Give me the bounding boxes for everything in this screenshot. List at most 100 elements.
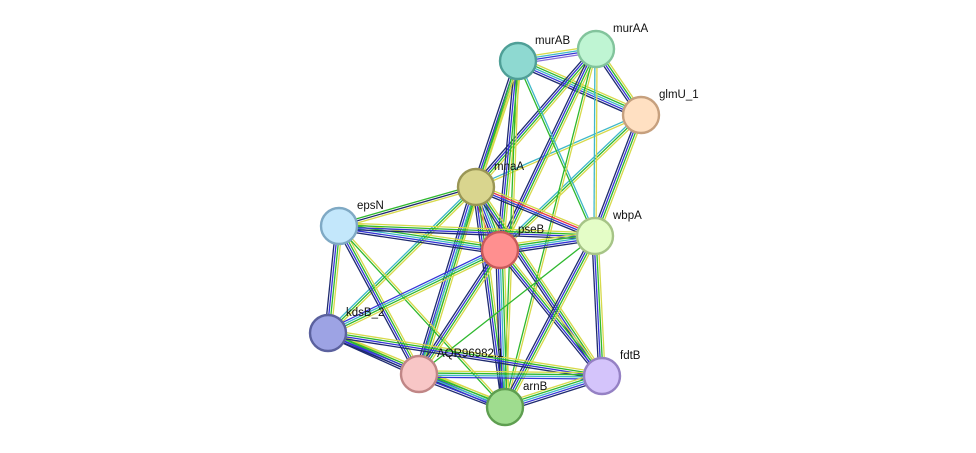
edge-channel-red — [476, 185, 596, 236]
edge-channel-darkblue — [338, 229, 500, 255]
node-label: kdsB_2 — [346, 307, 384, 319]
node-label: wbpA — [612, 210, 642, 222]
node-circle[interactable] — [480, 230, 520, 270]
node-circle[interactable] — [621, 95, 661, 135]
edge-mnaA-kdsB_2 — [326, 185, 478, 335]
edge-mnaA-fdtB — [472, 184, 606, 379]
node-label: arnB — [523, 381, 548, 393]
edge-channel-darkblue — [472, 187, 503, 408]
edge-murAB-glmU_1 — [516, 56, 643, 120]
edge-channel-green — [419, 372, 603, 376]
edge-epsN-pseB — [338, 221, 501, 255]
edge-murAA-wbpA — [593, 48, 598, 237]
edge-mnaA-AQR96982_1 — [414, 185, 481, 376]
edge-channel-cyan — [326, 185, 475, 332]
edge-channel-green — [501, 249, 508, 407]
edge-channel-green — [595, 235, 604, 376]
node-glmU_1[interactable]: glmU_1 — [621, 89, 699, 135]
edge-channel-blue — [338, 227, 500, 253]
edge-channel-yellow — [502, 50, 600, 252]
edge-channel-yellow — [329, 252, 502, 337]
edge-channel-yellow — [501, 116, 643, 252]
edge-channel-yellow — [505, 49, 598, 408]
node-pseB[interactable]: pseB — [480, 224, 545, 270]
edge-channel-cyan — [517, 60, 642, 116]
node-circle[interactable] — [485, 387, 525, 427]
node-circle[interactable] — [456, 167, 496, 207]
edge-glmU_1-wbpA — [591, 113, 645, 238]
edge-channel-yellow — [597, 235, 606, 376]
node-circle[interactable] — [498, 41, 538, 81]
edge-channel-green — [339, 224, 596, 236]
edge-channel-yellow — [421, 251, 504, 377]
edge-channel-green — [328, 331, 603, 376]
edge-channel-green — [420, 187, 479, 375]
edge-channel-darkblue — [474, 189, 595, 240]
edge-channel-yellow — [597, 115, 645, 238]
edge-channel-green — [500, 49, 598, 251]
edge-channel-blue — [337, 226, 419, 375]
edge-channel-blue — [338, 226, 595, 238]
edge-channel-darkblue — [335, 227, 417, 376]
edge-channel-cyan — [499, 249, 506, 408]
edge-channel-green — [516, 61, 595, 237]
edge-channel-yellow — [477, 50, 599, 190]
edge-channel-yellow — [339, 188, 477, 229]
node-label: fdtB — [620, 350, 641, 362]
node-circle[interactable] — [399, 354, 439, 394]
nodes-layer: murAB murAA glmU_1 mnaA epsN pseB wbpA kdsB_2AQ… — [308, 23, 699, 427]
edge-channel-green — [505, 236, 597, 408]
edge-channel-darkblue — [591, 113, 639, 236]
node-mnaA[interactable]: mnaA — [456, 161, 524, 207]
node-kdsB_2[interactable]: kdsB_2 — [308, 307, 384, 353]
node-label: pseB — [518, 224, 545, 236]
edge-channel-yellow — [341, 224, 423, 373]
node-circle[interactable] — [576, 29, 616, 69]
edge-channel-blue — [593, 114, 641, 236]
edge-channel-blue — [498, 48, 596, 250]
edge-channel-blue — [498, 60, 518, 250]
node-label: mnaA — [494, 161, 524, 173]
node-murAB[interactable]: murAB — [498, 35, 570, 81]
edge-channel-green — [518, 58, 643, 114]
edge-channel-blue — [474, 47, 596, 187]
node-circle[interactable] — [319, 206, 359, 246]
edge-channel-cyan — [593, 48, 596, 236]
node-circle[interactable] — [582, 356, 622, 396]
node-AQR96982_1[interactable]: AQR96982.1 — [399, 348, 504, 394]
edge-channel-green — [338, 184, 476, 225]
edge-channel-yellow — [507, 237, 599, 409]
node-epsN[interactable]: epsN — [319, 200, 384, 246]
node-wbpA[interactable]: wbpA — [575, 210, 642, 256]
node-label: murAA — [613, 23, 648, 35]
edge-channel-yellow — [339, 222, 596, 234]
edge-channel-darkblue — [516, 64, 640, 120]
edge-channel-blue — [418, 376, 602, 380]
node-circle[interactable] — [575, 216, 615, 256]
edge-channel-yellow — [329, 188, 478, 335]
edge-channel-blue — [326, 246, 499, 331]
edge-AQR96982_1-fdtB — [418, 370, 603, 380]
edge-pseB-arnB — [495, 249, 510, 408]
edge-channel-darkblue — [591, 236, 600, 377]
node-fdtB[interactable]: fdtB — [582, 350, 641, 396]
edge-pseB-kdsB_2 — [326, 246, 502, 337]
node-label: epsN — [357, 200, 384, 212]
edge-pseB-fdtB — [497, 247, 605, 379]
edge-channel-blue — [327, 333, 602, 378]
edge-channel-yellow — [595, 49, 598, 237]
node-label: murAB — [535, 35, 570, 47]
edge-channel-blue — [593, 236, 602, 377]
node-circle[interactable] — [308, 313, 348, 353]
node-murAA[interactable]: murAA — [576, 23, 648, 69]
node-arnB[interactable]: arnB — [485, 381, 548, 427]
edge-channel-yellow — [328, 329, 603, 374]
edge-channel-darkblue — [501, 234, 593, 406]
edge-murAB-wbpA — [516, 60, 597, 237]
edge-channel-darkblue — [338, 186, 477, 227]
edge-channel-yellow — [503, 249, 510, 407]
edge-channel-green — [328, 250, 501, 335]
edge-channel-blue — [497, 250, 504, 408]
edge-channel-green — [476, 186, 604, 376]
